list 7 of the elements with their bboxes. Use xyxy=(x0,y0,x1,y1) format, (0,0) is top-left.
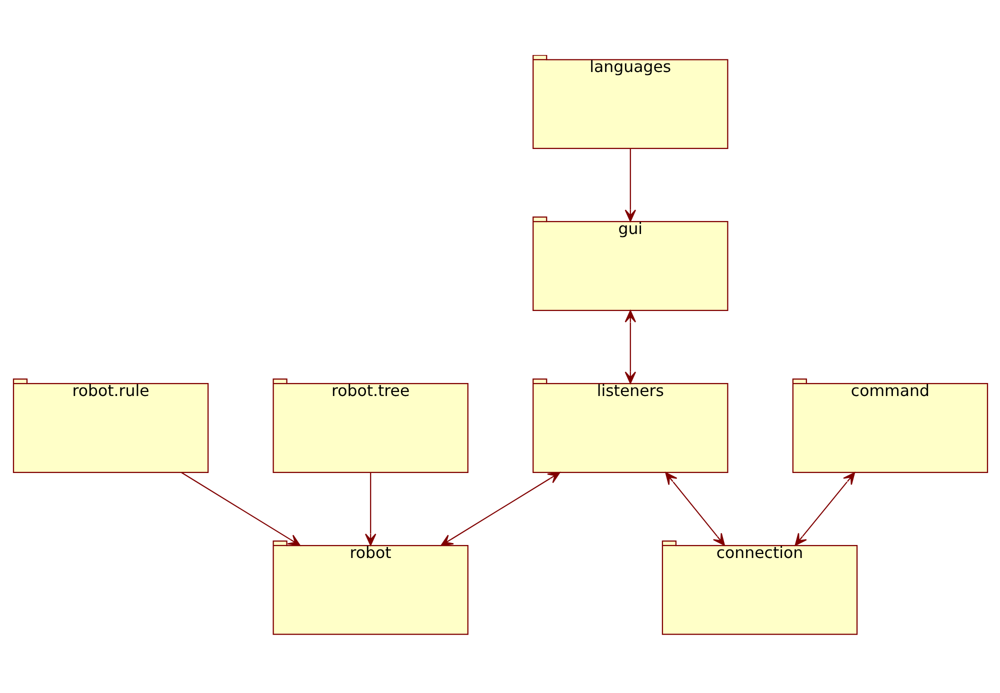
arrow xyxy=(440,471,560,546)
arrow xyxy=(364,472,376,546)
arrow xyxy=(664,472,724,546)
arrow xyxy=(180,472,300,546)
arrow xyxy=(624,148,636,222)
arrow xyxy=(624,310,636,384)
arrow xyxy=(794,472,855,546)
